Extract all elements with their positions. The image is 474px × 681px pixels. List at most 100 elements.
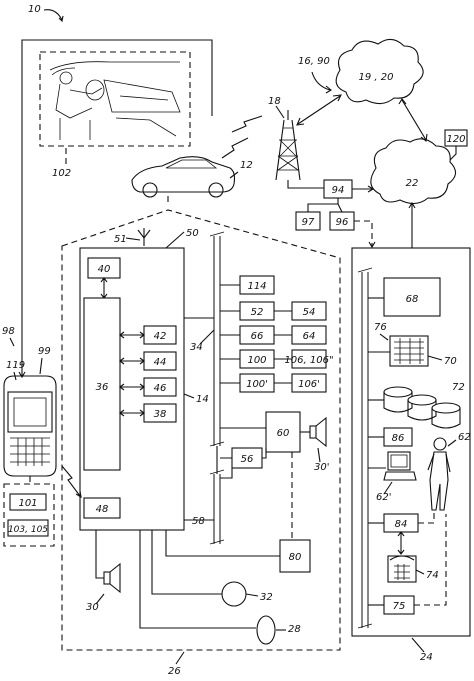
ref-52: 52 <box>251 307 264 318</box>
wireless-link-tower <box>231 115 263 133</box>
ref-68: 68 <box>406 294 419 305</box>
ref-75: 75 <box>393 601 406 612</box>
ref-72: 72 <box>452 382 465 393</box>
ref-32: 32 <box>260 592 273 603</box>
ref-97: 97 <box>302 217 315 228</box>
ref-100p: 100' <box>246 379 268 390</box>
ref-62p: 62' <box>376 492 391 503</box>
ref-48: 48 <box>96 504 109 515</box>
ref-54: 54 <box>303 307 316 318</box>
ref-10: 10 <box>28 4 41 15</box>
ref-26: 26 <box>168 666 181 677</box>
ref-74: 74 <box>426 570 439 581</box>
speaker-30 <box>103 562 121 594</box>
block-48 <box>83 497 121 519</box>
wire-32 <box>151 530 222 595</box>
ref-96: 96 <box>336 217 349 228</box>
ref-106: 106, 106" <box>284 355 333 366</box>
bus-34 <box>213 236 221 446</box>
databases-72 <box>383 386 461 429</box>
ref-119: 119 <box>6 360 25 371</box>
interior-view-box <box>39 51 191 147</box>
sensor-32 <box>221 581 247 607</box>
ref-101: 101 <box>18 498 37 509</box>
vehicle-electronics-housing <box>61 209 341 651</box>
ref-30p: 30' <box>314 462 329 473</box>
cloud-network-22 <box>370 138 457 205</box>
ref-70: 70 <box>444 356 457 367</box>
telephone-74 <box>387 555 417 583</box>
memory-blocks <box>119 325 177 423</box>
ref-38: 38 <box>154 409 167 420</box>
ref-58: 58 <box>192 516 205 527</box>
ref-60: 60 <box>277 428 290 439</box>
ref-30: 30 <box>86 602 99 613</box>
advisor-person <box>427 437 451 511</box>
wire-speaker-30 <box>95 530 104 579</box>
ref-46: 46 <box>154 383 167 394</box>
ref-94: 94 <box>332 185 345 196</box>
ref-76: 76 <box>374 322 387 333</box>
ref-36: 36 <box>96 382 109 393</box>
processor-36 <box>83 297 121 471</box>
ref-44: 44 <box>154 357 167 368</box>
handheld-phone <box>3 375 57 477</box>
ref-24: 24 <box>420 652 433 663</box>
bus-58 <box>213 474 221 544</box>
ref-14: 14 <box>196 394 209 405</box>
bus-devices <box>220 275 327 393</box>
ref-64: 64 <box>303 331 316 342</box>
ref-12: 12 <box>240 160 253 171</box>
ref-16-90: 16, 90 <box>298 56 330 67</box>
ref-102: 102 <box>52 168 71 179</box>
ref-51: 51 <box>114 234 127 245</box>
ref-62: 62 <box>458 432 471 443</box>
server-70 <box>389 335 429 367</box>
speaker-30p <box>309 416 327 448</box>
ref-42: 42 <box>154 331 167 342</box>
block-101 <box>9 493 47 511</box>
link-clouds <box>401 99 427 141</box>
ref-103-105: 103, 105 <box>8 525 48 535</box>
block-80 <box>279 539 311 573</box>
ref-106p: 106' <box>298 379 320 390</box>
ref-114: 114 <box>247 281 266 292</box>
ref-98: 98 <box>2 326 15 337</box>
block-68 <box>383 277 441 317</box>
antenna <box>137 228 151 246</box>
bus-call-center <box>361 272 369 628</box>
computer-terminal <box>383 451 417 481</box>
ref-84: 84 <box>395 519 408 530</box>
wireless-link-phone <box>61 465 81 497</box>
ref-80: 80 <box>289 552 302 563</box>
block-103-105 <box>7 519 49 537</box>
leader-10 <box>43 9 63 21</box>
vehicle-interior-illustration <box>49 61 181 140</box>
ref-40: 40 <box>98 264 111 275</box>
ref-56: 56 <box>241 454 254 465</box>
link-75-person <box>414 514 447 606</box>
link-96-24 <box>354 220 373 246</box>
block-60 <box>265 411 301 453</box>
ref-28: 28 <box>288 624 301 635</box>
sensor-28 <box>256 615 276 645</box>
ref-19-20: 19 , 20 <box>359 72 394 83</box>
cloud-network-19-20 <box>335 38 424 105</box>
ref-18: 18 <box>268 96 281 107</box>
ref-86: 86 <box>392 433 405 444</box>
link-tower-cloud <box>297 95 341 125</box>
ref-50: 50 <box>186 228 199 239</box>
wire-28 <box>139 530 256 629</box>
link-84-person <box>418 512 435 524</box>
ref-22: 22 <box>406 178 419 189</box>
cell-tower <box>275 110 324 189</box>
ref-100: 100 <box>247 355 266 366</box>
ref-120: 120 <box>446 134 465 145</box>
connector-phone-to-view <box>21 39 213 360</box>
ref-66: 66 <box>251 331 264 342</box>
ref-99: 99 <box>38 346 51 357</box>
ref-34: 34 <box>190 342 203 353</box>
phone-software-box <box>3 483 55 547</box>
vehicle-illustration <box>131 156 236 198</box>
